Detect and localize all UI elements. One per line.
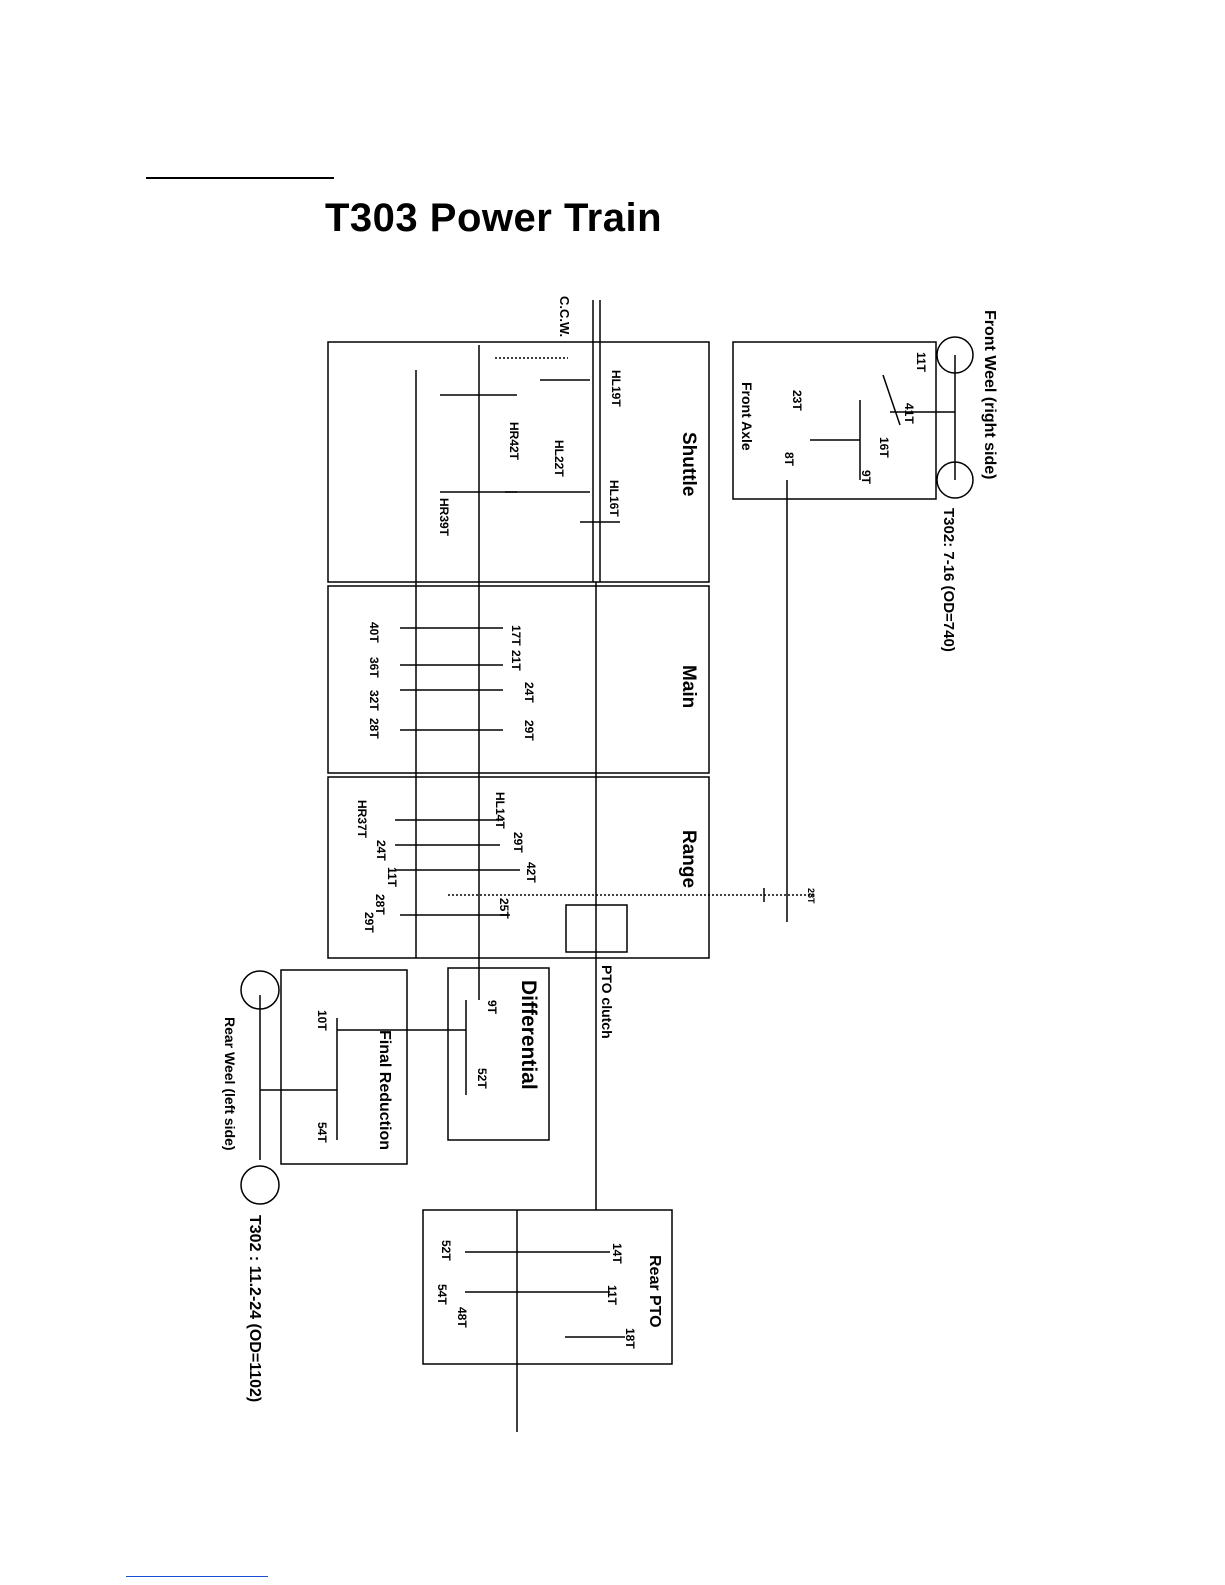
ccw-label: C.C.W.	[557, 296, 572, 337]
final-reduction-box	[280, 969, 408, 1165]
rear-pto-box	[422, 1209, 673, 1365]
differential-box	[447, 967, 550, 1141]
range-box	[327, 776, 710, 959]
front-tire-label: T302: 7-16 (OD=740)	[940, 508, 957, 652]
diagram-title: T303 Power Train	[325, 196, 663, 240]
section-final-reduction: Final Reduction	[376, 1030, 393, 1150]
header-rule	[146, 177, 334, 179]
gear-label: 18T	[623, 1328, 637, 1349]
gear-label: 23T	[790, 390, 804, 411]
section-range: Range	[678, 830, 699, 888]
gear-label: 14T	[610, 1243, 624, 1264]
gear-label: HL19T	[609, 370, 623, 407]
rear-tire-label: T302 : 11.2-24 (OD=1102)	[246, 1215, 263, 1402]
gear-label: 11T	[914, 352, 928, 373]
footer-link-rule	[126, 1576, 268, 1577]
gear-label: 10T	[315, 1010, 329, 1031]
gear-label: HL22T	[552, 440, 566, 477]
front-bevel	[882, 374, 901, 426]
gear-label: 52T	[475, 1068, 489, 1089]
gear-label: 52T	[439, 1240, 453, 1261]
front-axle-box	[732, 341, 937, 500]
gear-label: 28T	[806, 888, 816, 904]
front-wheel-bottom-icon	[936, 461, 974, 499]
gear-label: 17T	[509, 625, 523, 646]
gear-label: 29T	[522, 720, 536, 741]
gear-label: HR39T	[437, 498, 451, 537]
pto-clutch-label: PTO clutch	[599, 965, 615, 1039]
gear-label: 54T	[315, 1122, 329, 1143]
section-front-axle: Front Axle	[739, 382, 755, 451]
rear-wheel-top-icon	[240, 970, 280, 1010]
gear-label: 24T	[374, 840, 388, 861]
gear-label: 9T	[485, 1000, 499, 1015]
gear-label: 29T	[511, 832, 525, 853]
gear-label: 16T	[877, 437, 891, 458]
gear-label: 36T	[367, 657, 381, 678]
gear-label: 41T	[902, 403, 916, 424]
gear-label: 54T	[435, 1284, 449, 1305]
gear-label: HR42T	[507, 422, 521, 461]
gear-label: HL16T	[607, 480, 621, 517]
gear-label: 42T	[524, 862, 538, 883]
section-main: Main	[678, 665, 699, 708]
gear-label: 28T	[367, 718, 381, 739]
gear-label: 25T	[497, 898, 511, 919]
front-wheel-label: Front Weel (right side)	[981, 310, 998, 479]
front-wheel-top-icon	[936, 336, 974, 374]
diagram-plate	[222, 200, 1002, 1435]
gear-label: 21T	[509, 650, 523, 671]
shuttle-box	[327, 341, 710, 583]
gear-label: 40T	[367, 622, 381, 643]
gear-label: 28T	[373, 894, 387, 915]
rear-wheel-bottom-icon	[240, 1165, 280, 1205]
gear-label: 29T	[362, 912, 376, 933]
main-box	[327, 585, 710, 774]
gear-label: 48T	[455, 1307, 469, 1328]
gear-label: HR37T	[355, 800, 369, 839]
gear-label: 11T	[605, 1285, 619, 1306]
gear-label: 9T	[859, 470, 873, 485]
gear-label: 24T	[522, 682, 536, 703]
section-differential: Differential	[517, 980, 540, 1090]
section-rear-pto: Rear PTO	[646, 1255, 663, 1328]
gear-label: 11T	[385, 867, 399, 888]
gear-label: 8T	[782, 452, 796, 467]
gear-label: 32T	[367, 690, 381, 711]
section-shuttle: Shuttle	[678, 432, 699, 496]
gear-label: HL14T	[493, 792, 507, 829]
rear-wheel-label: Rear Weel (left side)	[222, 1017, 238, 1151]
